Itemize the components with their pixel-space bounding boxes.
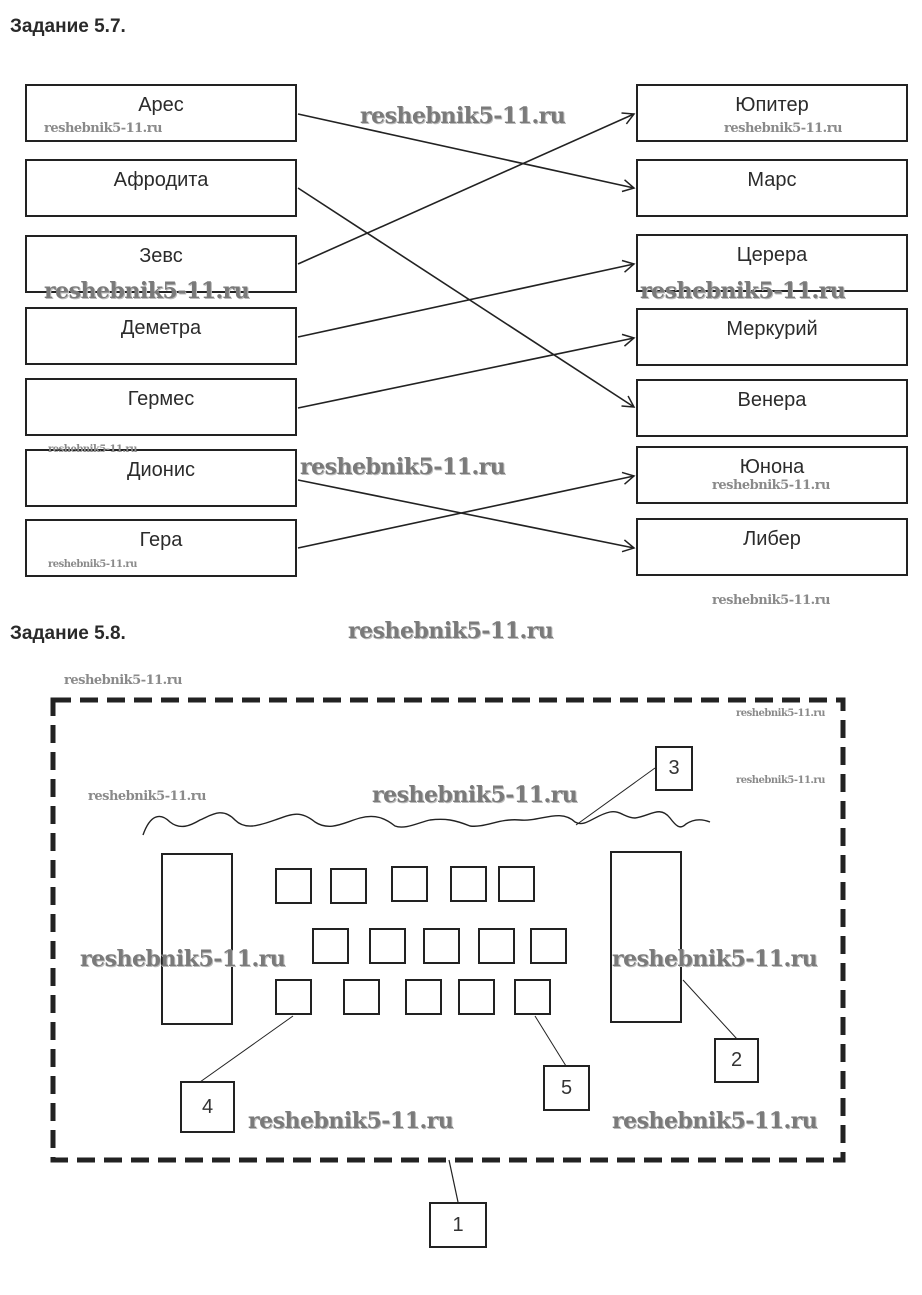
right-label: Меркурий <box>726 318 818 340</box>
callout-1: 1 <box>429 1202 487 1248</box>
right-label: Церера <box>736 244 808 266</box>
left-label: Дионис <box>126 459 196 481</box>
task-5-8-title: Задание 5.8. <box>10 623 126 644</box>
arrow-aphrodite-venus <box>297 187 636 408</box>
seat <box>514 979 551 1015</box>
callout-line-2 <box>682 979 738 1040</box>
seat <box>343 979 380 1015</box>
right-label: Марс <box>747 169 797 191</box>
wavy-line <box>142 810 711 836</box>
arrow-hermes-mercury <box>297 333 636 409</box>
callout-line-1 <box>448 1159 459 1203</box>
callout-line-3 <box>575 767 656 826</box>
right-box-mercury: Меркурий <box>636 308 908 366</box>
watermark: reshebnik5-11.ru <box>372 782 578 808</box>
seat <box>450 866 487 902</box>
callout-line-4 <box>199 1015 294 1083</box>
watermark: reshebnik5-11.ru <box>64 673 183 688</box>
seat <box>458 979 495 1015</box>
watermark: reshebnik5-11.ru <box>736 708 825 719</box>
seat <box>312 928 349 964</box>
seat <box>498 866 535 902</box>
arrow-zeus-jupiter <box>297 112 636 265</box>
task-5-7-title: Задание 5.7. <box>10 16 126 37</box>
right-label: Юнона <box>739 456 805 478</box>
callout-4: 4 <box>180 1081 235 1133</box>
right-label: Либер <box>743 528 801 550</box>
arrow-hera-juno <box>297 471 636 549</box>
watermark: reshebnik5-11.ru <box>712 593 831 608</box>
right-box-liber: Либер <box>636 518 908 576</box>
left-box-ares: Арес <box>25 84 297 142</box>
seat <box>530 928 567 964</box>
arrow-demeter-ceres <box>297 259 636 338</box>
left-label: Деметра <box>120 317 202 339</box>
arrow-ares-mars <box>297 113 636 193</box>
callout-5: 5 <box>543 1065 590 1111</box>
watermark: reshebnik5-11.ru <box>300 454 506 480</box>
right-label: Венера <box>737 389 807 411</box>
callout-2: 2 <box>714 1038 759 1083</box>
left-label: Зевс <box>139 245 183 267</box>
seat <box>405 979 442 1015</box>
callout-line-5 <box>534 1015 567 1067</box>
watermark: reshebnik5-11.ru <box>612 1108 818 1134</box>
left-label: Гера <box>139 529 183 551</box>
right-box-ceres: Церера <box>636 234 908 292</box>
seat <box>369 928 406 964</box>
seat <box>478 928 515 964</box>
left-label: Гермес <box>127 388 195 410</box>
right-box-jupiter: Юпитер <box>636 84 908 142</box>
left-board <box>161 853 233 1025</box>
right-board <box>610 851 682 1023</box>
left-box-dionysus: Дионис <box>25 449 297 507</box>
left-label: Арес <box>138 94 184 116</box>
right-box-mars: Марс <box>636 159 908 217</box>
watermark: reshebnik5-11.ru <box>88 789 207 804</box>
arrow-dionysus-liber <box>297 479 636 553</box>
left-box-aphrodite: Афродита <box>25 159 297 217</box>
left-box-demeter: Деметра <box>25 307 297 365</box>
left-box-zeus: Зевс <box>25 235 297 293</box>
seat <box>275 868 312 904</box>
seat <box>275 979 312 1015</box>
watermark: reshebnik5-11.ru <box>248 1108 454 1134</box>
right-box-juno: Юнона <box>636 446 908 504</box>
watermark: reshebnik5-11.ru <box>348 618 554 644</box>
seat <box>330 868 367 904</box>
left-box-hermes: Гермес <box>25 378 297 436</box>
seat <box>391 866 428 902</box>
right-label: Юпитер <box>735 94 809 116</box>
watermark: reshebnik5-11.ru <box>736 775 825 786</box>
left-label: Афродита <box>113 169 209 191</box>
watermark: reshebnik5-11.ru <box>360 103 566 129</box>
right-box-venus: Венера <box>636 379 908 437</box>
callout-3: 3 <box>655 746 693 791</box>
seat <box>423 928 460 964</box>
left-box-hera: Гера <box>25 519 297 577</box>
